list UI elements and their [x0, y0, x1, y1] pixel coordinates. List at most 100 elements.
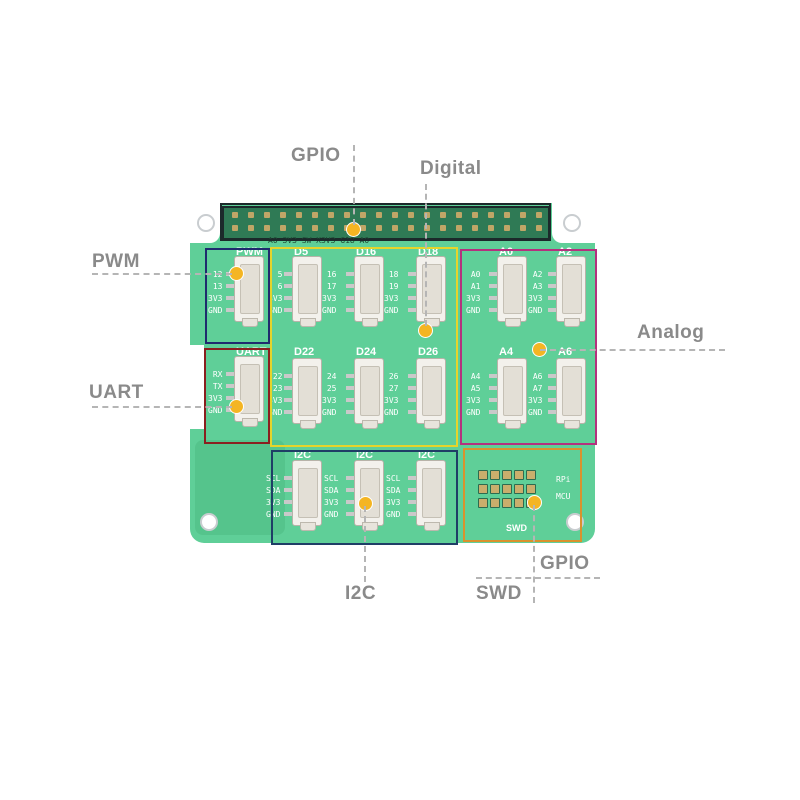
leader-gpio-top — [353, 145, 355, 225]
header-pin — [248, 212, 254, 218]
grove-connector — [556, 256, 586, 327]
connector-pin-labels: A0 A1 3V3 GND — [466, 270, 481, 315]
header-pin — [232, 212, 238, 218]
swd-pin — [478, 470, 488, 480]
header-pin — [264, 212, 270, 218]
connector-pin-labels: 5 6 3V3 GND — [268, 270, 283, 315]
callout-gpio-top: GPIO — [291, 145, 341, 166]
callout-gpio-bottom: GPIO — [540, 553, 590, 574]
swd-pin — [490, 470, 500, 480]
header-pin — [456, 212, 462, 218]
connector-pin-labels: 24 25 3V3 GND — [322, 372, 337, 417]
grove-connector — [234, 356, 264, 427]
header-pin — [280, 225, 286, 231]
mount-hole-bottom-left — [200, 513, 218, 531]
region-analog — [460, 249, 597, 445]
swd-pin — [490, 498, 500, 508]
connector-legs — [346, 476, 354, 520]
callout-uart: UART — [89, 382, 144, 403]
connector-title: D5 — [294, 246, 309, 258]
connector-legs — [346, 374, 354, 418]
swd-side-top: RPi — [556, 475, 571, 484]
mount-hole-bottom-right — [566, 513, 584, 531]
swd-pin — [514, 498, 524, 508]
swd-title: SWD — [506, 523, 527, 533]
header-pin — [264, 225, 270, 231]
connector-pin-labels: 16 17 3V3 GND — [322, 270, 337, 315]
connector-title: I2C — [356, 449, 374, 461]
header-pin — [536, 225, 542, 231]
header-pin — [312, 225, 318, 231]
connector-legs — [284, 272, 292, 316]
connector-legs — [284, 374, 292, 418]
header-pin — [328, 225, 334, 231]
connector-title: A4 — [499, 346, 514, 358]
leader-analog — [540, 349, 725, 351]
header-pin — [440, 225, 446, 231]
connector-title: I2C — [294, 449, 312, 461]
connector-legs — [489, 374, 497, 418]
connector-pin-labels: 26 27 3V3 GND — [384, 372, 399, 417]
leader-uart — [92, 406, 232, 408]
connector-title: D22 — [294, 346, 315, 358]
grove-connector — [354, 460, 384, 531]
swd-pin — [478, 498, 488, 508]
header-pin — [424, 212, 430, 218]
header-pin — [504, 225, 510, 231]
header-pin — [488, 212, 494, 218]
header-pin — [488, 225, 494, 231]
connector-pin-labels: SCL SDA 3V3 GND — [266, 474, 281, 519]
leader-digital — [425, 184, 427, 326]
connector-legs — [489, 272, 497, 316]
swd-pin — [502, 470, 512, 480]
connector-pin-labels: SCL SDA 3V3 GND — [386, 474, 401, 519]
connector-title: D16 — [356, 246, 377, 258]
header-pin — [472, 212, 478, 218]
header-pin — [520, 225, 526, 231]
header-pin — [408, 212, 414, 218]
connector-pin-labels: RX TX 3V3 GND — [208, 370, 223, 415]
swd-pin-grid — [478, 470, 536, 514]
connector-pin-labels: A6 A7 3V3 GND — [528, 372, 543, 417]
connector-title: D24 — [356, 346, 377, 358]
region-pwm — [205, 248, 270, 344]
header-pin — [248, 225, 254, 231]
header-pin — [504, 212, 510, 218]
grove-connector — [292, 358, 322, 429]
header-pin — [424, 225, 430, 231]
swd-side-bottom: MCU — [556, 492, 571, 501]
callout-analog: Analog — [637, 322, 705, 343]
leader-swd — [533, 505, 535, 603]
region-swd-gpio — [463, 448, 582, 542]
callout-digital: Digital — [420, 158, 482, 179]
leader-gpio-bottom — [476, 577, 600, 579]
header-pin — [296, 225, 302, 231]
header-pin — [472, 225, 478, 231]
grove-connector — [556, 358, 586, 429]
connector-title: I2C — [418, 449, 436, 461]
connector-pin-labels: 22 23 3V3 GND — [268, 372, 283, 417]
connector-legs — [346, 272, 354, 316]
header-pin — [376, 225, 382, 231]
connector-legs — [548, 272, 556, 316]
swd-pin — [526, 470, 536, 480]
grove-connector — [292, 256, 322, 327]
header-pin — [440, 212, 446, 218]
connector-title: D18 — [418, 246, 439, 258]
connector-title: D26 — [418, 346, 439, 358]
header-pin — [520, 212, 526, 218]
connector-legs — [284, 476, 292, 520]
header-pin — [232, 225, 238, 231]
mount-hole-top-right — [563, 214, 581, 232]
header-pin — [408, 225, 414, 231]
header-pin — [328, 212, 334, 218]
mount-hole-top-left — [197, 214, 215, 232]
connector-legs — [548, 374, 556, 418]
swd-pin — [478, 484, 488, 494]
swd-pin — [502, 484, 512, 494]
grove-connector — [354, 256, 384, 327]
grove-connector — [497, 256, 527, 327]
grove-connector — [416, 460, 446, 531]
grove-connector — [497, 358, 527, 429]
connector-pin-labels: 18 19 3V3 GND — [384, 270, 399, 315]
